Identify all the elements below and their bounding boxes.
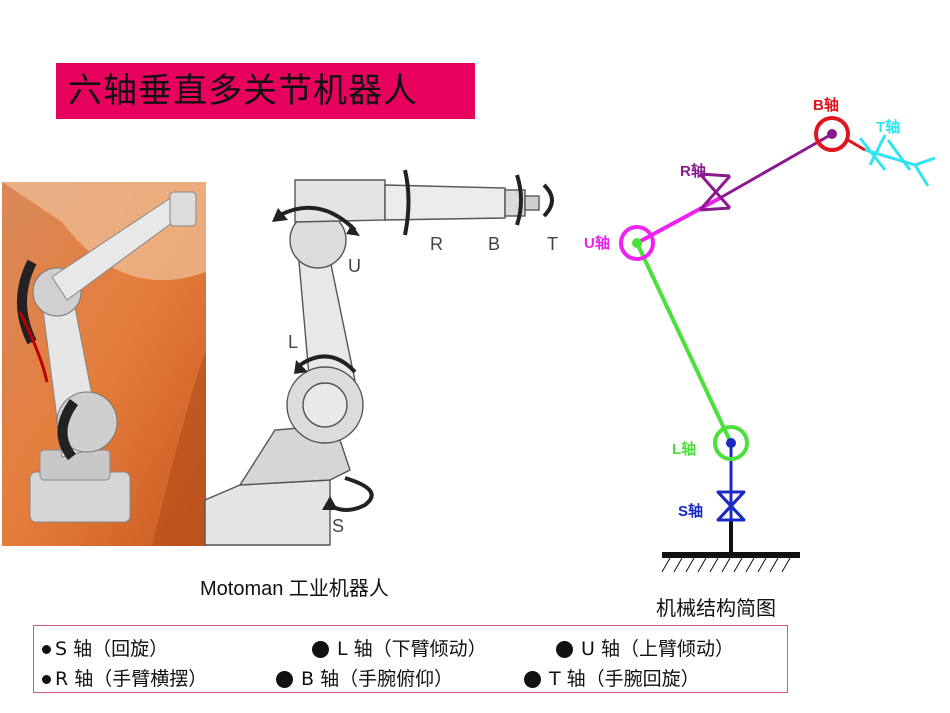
robot-photo xyxy=(2,182,206,546)
bullet-icon xyxy=(42,645,51,654)
bullet-icon xyxy=(276,671,293,688)
legend-item-l: L 轴（下臂倾动） xyxy=(312,634,487,661)
drawing-label-L: L xyxy=(288,332,298,352)
label-u-axis: U轴 xyxy=(584,234,610,252)
drawing-label-S: S xyxy=(332,516,344,536)
axis-legend: S 轴（回旋） L 轴（下臂倾动） U 轴（上臂倾动） R 轴（手臂横摆） B … xyxy=(33,625,788,693)
page-title: 六轴垂直多关节机器人 xyxy=(56,63,475,119)
legend-item-b: B 轴（手腕俯仰） xyxy=(276,664,453,691)
drawing-label-T: T xyxy=(547,234,558,254)
bullet-icon xyxy=(556,641,573,658)
kinematic-schematic: B轴 T轴 R轴 U轴 L轴 S轴 xyxy=(584,96,936,573)
legend-item-t: T 轴（手腕回旋） xyxy=(524,664,700,691)
bullet-icon xyxy=(42,675,51,684)
drawing-label-U: U xyxy=(348,256,361,276)
robot-line-drawing: R B T U L S xyxy=(204,169,558,546)
label-b-axis: B轴 xyxy=(813,96,839,114)
bullet-icon xyxy=(524,671,541,688)
label-t-axis: T轴 xyxy=(876,118,900,136)
photo-caption: Motoman 工业机器人 xyxy=(200,578,389,600)
legend-item-s: S 轴（回旋） xyxy=(42,634,168,661)
drawing-label-B: B xyxy=(488,234,500,254)
bullet-icon xyxy=(312,641,329,658)
legend-item-r: R 轴（手臂横摆） xyxy=(42,664,207,691)
diagram-caption: 机械结构简图 xyxy=(656,596,776,620)
label-r-axis: R轴 xyxy=(680,162,706,180)
label-s-axis: S轴 xyxy=(678,502,703,520)
label-l-axis: L轴 xyxy=(672,440,696,458)
drawing-label-R: R xyxy=(430,234,443,254)
legend-item-u: U 轴（上臂倾动） xyxy=(556,634,734,661)
